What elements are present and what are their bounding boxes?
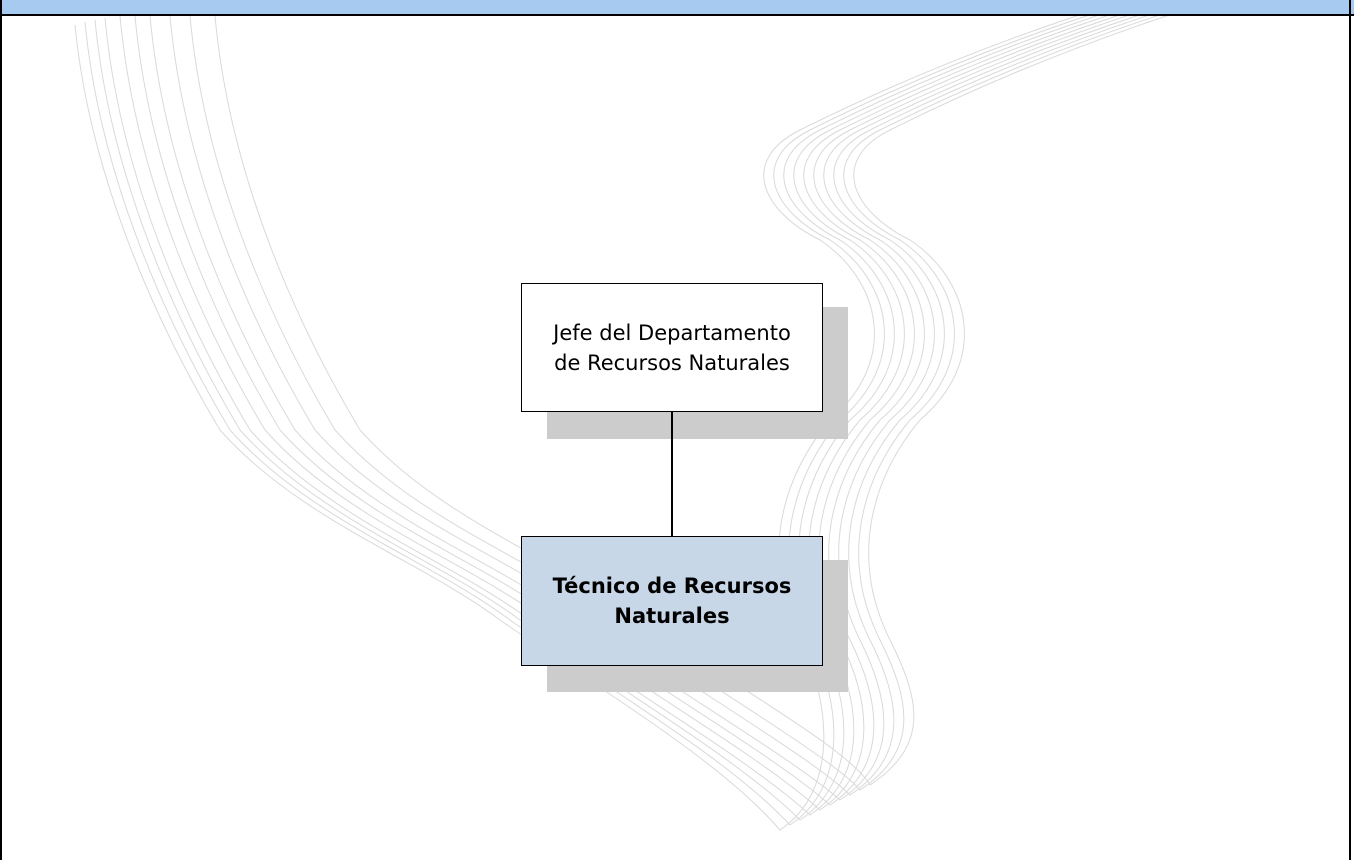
top-position-label: Jefe del Departamento de Recursos Natura…: [553, 320, 791, 375]
header-bar: [0, 0, 1354, 16]
hierarchy-connector-line: [671, 412, 673, 536]
top-position-box: Jefe del Departamento de Recursos Natura…: [521, 283, 823, 412]
sub-position-label: Técnico de Recursos Naturales: [552, 574, 792, 628]
sub-position-box: Técnico de Recursos Naturales: [521, 536, 823, 666]
